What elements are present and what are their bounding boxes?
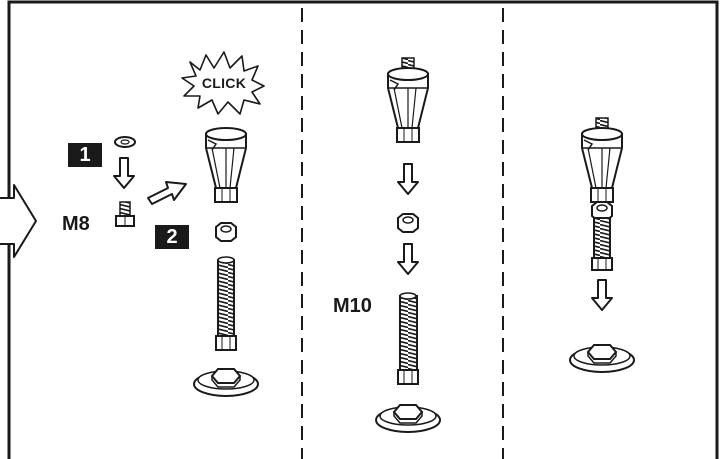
- m10-label: M10: [333, 295, 372, 318]
- threaded-rod-icon: [216, 257, 236, 350]
- assembled-foot-icon: [582, 118, 622, 270]
- foot-base-icon: [194, 369, 258, 396]
- down-arrow-icon: [592, 280, 612, 310]
- foot-sleeve-icon: [206, 128, 246, 202]
- m10-threaded-rod-icon: [398, 293, 418, 384]
- step-2-badge: 2: [155, 225, 189, 249]
- m8-label: M8: [62, 213, 90, 236]
- m8-bolt-icon: [116, 202, 134, 226]
- washer-icon: [115, 137, 135, 147]
- down-arrow-icon: [398, 244, 418, 274]
- down-arrow-icon: [398, 164, 418, 194]
- step-1-badge: 1: [68, 143, 102, 167]
- down-arrow-icon: [114, 158, 134, 188]
- incoming-arrow-icon: [0, 185, 36, 257]
- assembled-sleeve-icon: [388, 58, 428, 142]
- hex-nut-icon: [216, 223, 236, 241]
- foot-base-icon: [570, 345, 634, 372]
- foot-base-icon: [376, 405, 440, 432]
- click-label: CLICK: [190, 75, 258, 91]
- hex-nut-icon: [398, 214, 418, 232]
- insert-arrow-icon: [148, 182, 186, 204]
